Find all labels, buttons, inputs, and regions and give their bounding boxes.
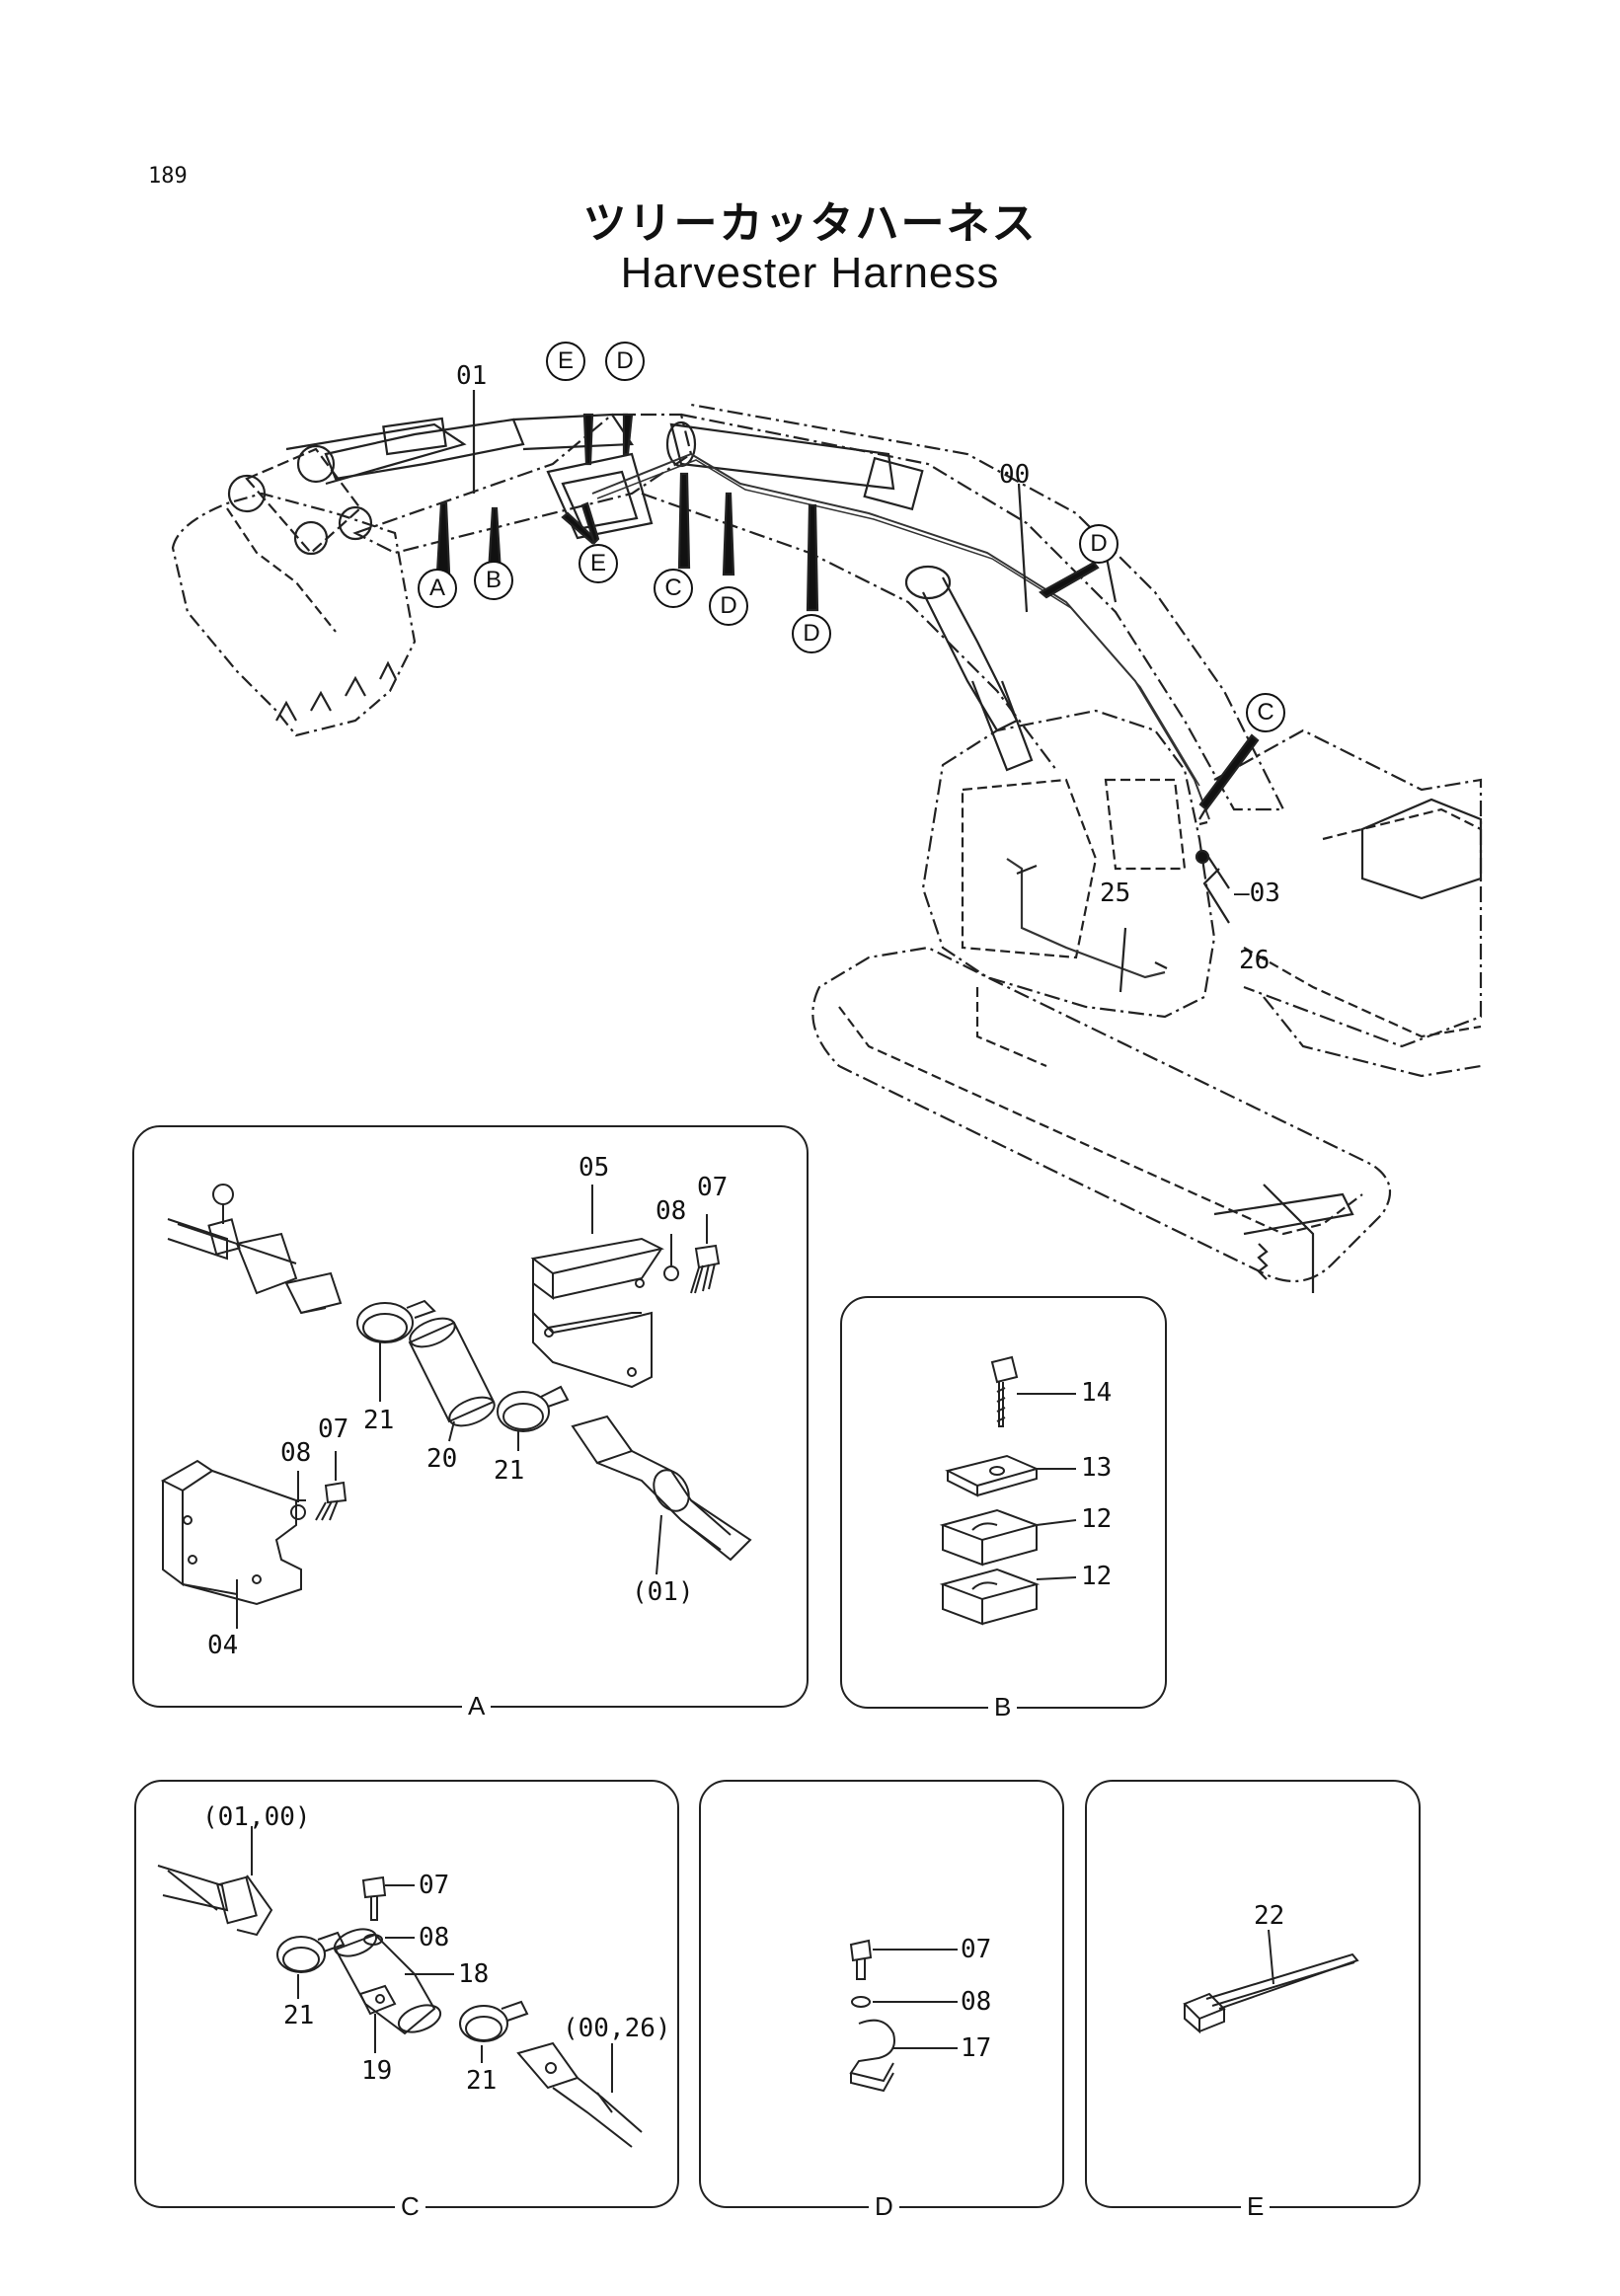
detail-A-part-08-lower: 08 xyxy=(280,1438,312,1468)
callout-D-boom: D xyxy=(1079,524,1119,564)
callout-B: B xyxy=(474,561,513,600)
detail-B-part-12-upper: 12 xyxy=(1081,1504,1113,1534)
page-number: 189 xyxy=(148,164,188,189)
callout-C-boom: C xyxy=(1246,693,1285,732)
detail-A-part-21-left: 21 xyxy=(363,1406,395,1435)
callout-E-upper: E xyxy=(546,342,585,381)
detail-C-part-21-right: 21 xyxy=(466,2066,498,2096)
detail-C-part-21-left: 21 xyxy=(283,2001,315,2030)
detail-D-part-08: 08 xyxy=(961,1987,992,2017)
detail-caption-C: C xyxy=(395,2191,425,2222)
detail-A-part-20: 20 xyxy=(426,1444,458,1474)
detail-B-part-12-lower: 12 xyxy=(1081,1562,1113,1591)
part-25: 25 xyxy=(1100,879,1131,908)
detail-A-part-07-lower: 07 xyxy=(318,1415,349,1444)
title-english: Harvester Harness xyxy=(620,249,1000,297)
detail-A-part-04: 04 xyxy=(207,1631,239,1660)
part-03: —03 xyxy=(1234,879,1280,908)
part-01: 01 xyxy=(456,361,488,391)
detail-A-part-08-upper: 08 xyxy=(656,1196,687,1226)
part-26: 26 xyxy=(1239,946,1271,975)
callout-D-arm1: D xyxy=(709,586,748,626)
detail-caption-E: E xyxy=(1241,2191,1271,2222)
detail-D-part-17: 17 xyxy=(961,2033,992,2063)
detail-B-part-13: 13 xyxy=(1081,1453,1113,1483)
detail-caption-B: B xyxy=(988,1692,1018,1722)
detail-D-part-07: 07 xyxy=(961,1935,992,1964)
detail-E-part-22: 22 xyxy=(1254,1901,1285,1931)
callout-D-arm2: D xyxy=(792,614,831,653)
detail-C-part-18: 18 xyxy=(458,1959,490,1989)
callout-D-upper: D xyxy=(605,342,645,381)
detail-A-part-21-right: 21 xyxy=(494,1456,525,1486)
callout-A: A xyxy=(418,569,457,608)
detail-C-ref-00-26: (00,26) xyxy=(563,2014,671,2043)
detail-A-ref-01: (01) xyxy=(632,1577,694,1607)
part-00: 00 xyxy=(999,460,1031,490)
detail-caption-D: D xyxy=(869,2191,899,2222)
detail-C-part-08: 08 xyxy=(419,1923,450,1952)
detail-C-ref-01-00: (01,00) xyxy=(202,1802,311,1832)
detail-A-part-05: 05 xyxy=(579,1153,610,1183)
detail-C-part-07: 07 xyxy=(419,1871,450,1900)
detail-B-part-14: 14 xyxy=(1081,1378,1113,1408)
callout-C-arm: C xyxy=(654,569,693,608)
detail-C-part-19: 19 xyxy=(361,2056,393,2086)
callout-E-lower: E xyxy=(579,544,618,583)
detail-caption-A: A xyxy=(462,1691,492,1722)
detail-A-part-07-upper: 07 xyxy=(697,1173,729,1202)
title-japanese: ツリーカッタハーネス xyxy=(582,198,1038,249)
